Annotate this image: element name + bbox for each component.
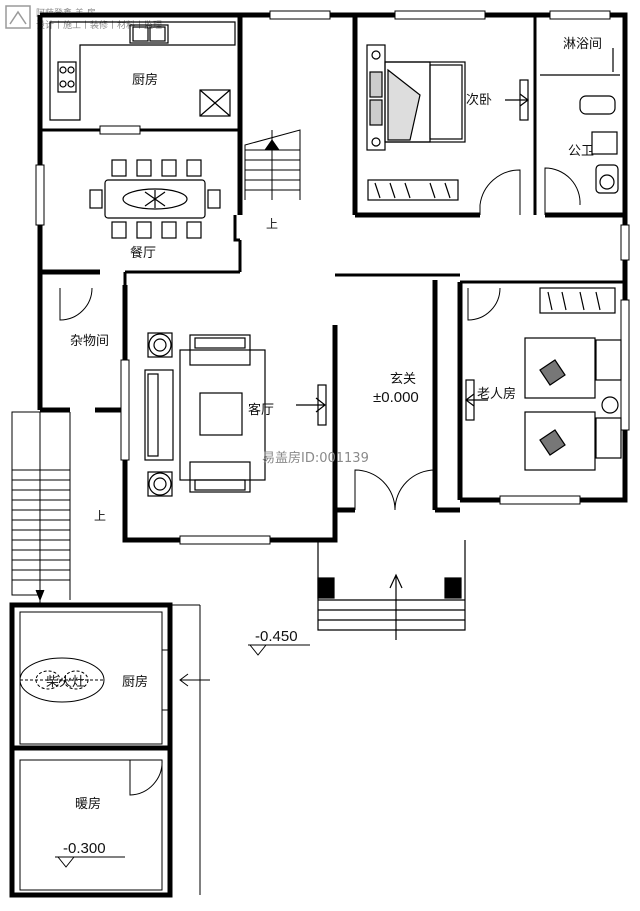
- yard-elevation-marker: [248, 644, 310, 656]
- entrance-doors: [354, 469, 436, 511]
- outer-kitchen-label: 厨房: [122, 674, 148, 690]
- second-bedroom-door: [479, 169, 521, 215]
- windows: [35, 10, 630, 545]
- shower-label: 淋浴间: [563, 37, 602, 52]
- second-bedroom-label: 次卧: [466, 92, 492, 108]
- inner-stair: [244, 129, 301, 200]
- dining-table: [89, 159, 221, 239]
- kitchen-label: 厨房: [132, 72, 158, 88]
- boiler-elevation-marker: [55, 856, 125, 868]
- storage-door: [59, 287, 93, 321]
- outer-stair-up-label: 上: [94, 509, 106, 523]
- watermark: 易盖房ID:001139: [262, 450, 369, 466]
- second-bedroom-furniture: [366, 44, 529, 201]
- public-bath-label: 公卫: [568, 144, 594, 159]
- bathroom-door: [544, 167, 581, 215]
- living-room-furniture: [144, 332, 327, 497]
- stove-label: 柴火灶: [46, 675, 85, 690]
- storage-label: 杂物间: [70, 334, 109, 349]
- kitchen-counter: [49, 21, 236, 121]
- outbuilding-walls: [9, 602, 173, 898]
- interior-walls: [40, 15, 625, 285]
- dining-label: 餐厅: [130, 245, 156, 261]
- living-room-label: 客厅: [248, 402, 274, 418]
- elder-room-furniture: [465, 287, 622, 471]
- porch: [317, 540, 466, 640]
- outer-stair: [11, 411, 71, 600]
- outbuilding-details: [11, 589, 210, 895]
- elder-room-label: 老人房: [477, 386, 516, 402]
- elder-room-door: [467, 287, 501, 321]
- yard-elevation-label: -0.450: [255, 628, 298, 645]
- boiler-room-label: 暖房: [75, 796, 101, 812]
- foyer-label: 玄关: [390, 372, 416, 387]
- boiler-elevation-label: -0.300: [63, 840, 106, 857]
- bathroom-fixtures: [540, 48, 620, 194]
- inner-stair-up-label: 上: [266, 217, 278, 231]
- main-elevation-label: ±0.000: [373, 389, 419, 406]
